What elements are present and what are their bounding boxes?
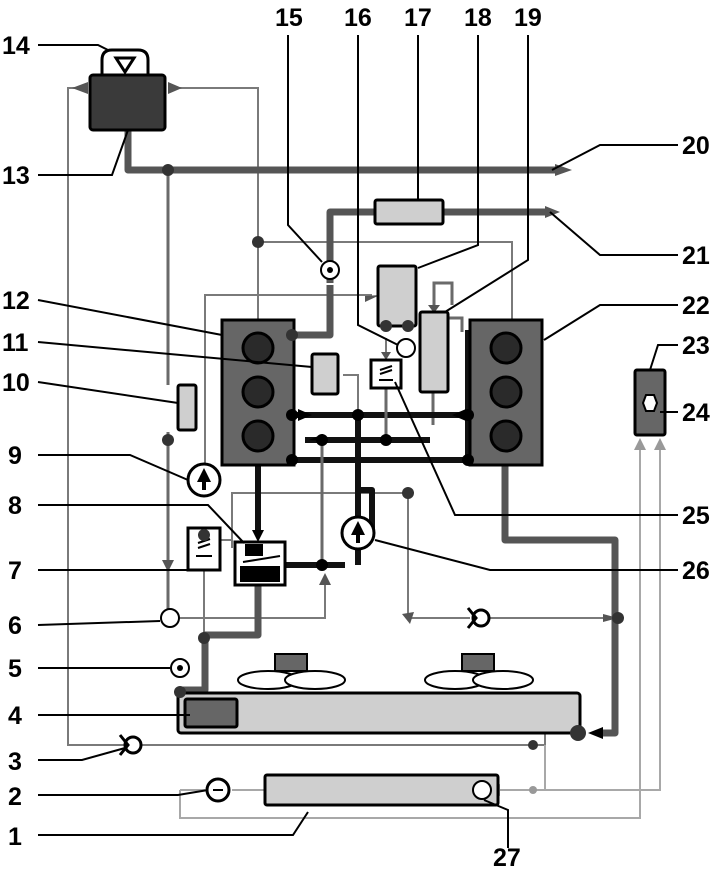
pump-9 [186,462,222,498]
label-22: 22 [682,292,710,320]
cooling-fans [237,653,534,690]
label-26: 26 [682,557,710,585]
component-10 [176,383,198,432]
label-19: 19 [514,4,542,32]
label-9: 9 [8,442,22,470]
engine-block-left [220,318,296,467]
engine-block-right [468,318,544,467]
label-16: 16 [344,4,372,32]
component-11 [310,352,340,396]
label-17: 17 [404,4,432,32]
label-8: 8 [8,492,22,520]
thermostat-housing-8 [233,540,287,587]
sensor-15 [320,260,340,280]
label-25: 25 [682,502,710,530]
check-valve-3 [118,734,143,756]
pump-26 [340,515,376,551]
label-3: 3 [8,748,22,776]
label-1: 1 [8,823,22,851]
thermostat-7 [186,526,222,572]
sensor-27 [472,780,492,800]
label-4: 4 [8,702,22,730]
label-23: 23 [682,332,710,360]
valve-16 [396,338,416,358]
label-18: 18 [464,4,492,32]
label-11: 11 [2,329,29,357]
arrow-heads [72,82,666,796]
heater-core-1 [263,773,500,807]
sensor-6 [160,608,180,628]
label-20: 20 [682,132,710,160]
label-21: 21 [682,242,710,270]
label-14: 14 [2,32,30,60]
component-18 [376,264,418,328]
callout-numbers: 1 2 3 4 5 6 7 8 9 10 11 12 13 14 15 16 1… [2,4,710,872]
sensor-5 [170,658,190,678]
junction-dots [162,164,624,794]
label-6: 6 [8,612,22,640]
label-24: 24 [682,399,710,427]
component-19 [418,310,450,394]
label-7: 7 [8,557,22,585]
thermostat-25 [369,358,403,390]
radiator [176,691,582,735]
label-12: 12 [2,287,30,315]
component-17 [373,198,445,226]
label-13: 13 [2,162,30,190]
expansion-tank-cap [100,48,150,77]
label-27: 27 [493,844,521,872]
pump-2 [205,777,231,803]
label-2: 2 [8,783,22,811]
label-15: 15 [275,4,303,32]
label-10: 10 [2,369,30,397]
label-5: 5 [8,655,22,683]
leader-lines [37,35,678,848]
check-valve [466,607,491,629]
expansion-tank [88,73,167,132]
sensor-24 [641,394,659,412]
